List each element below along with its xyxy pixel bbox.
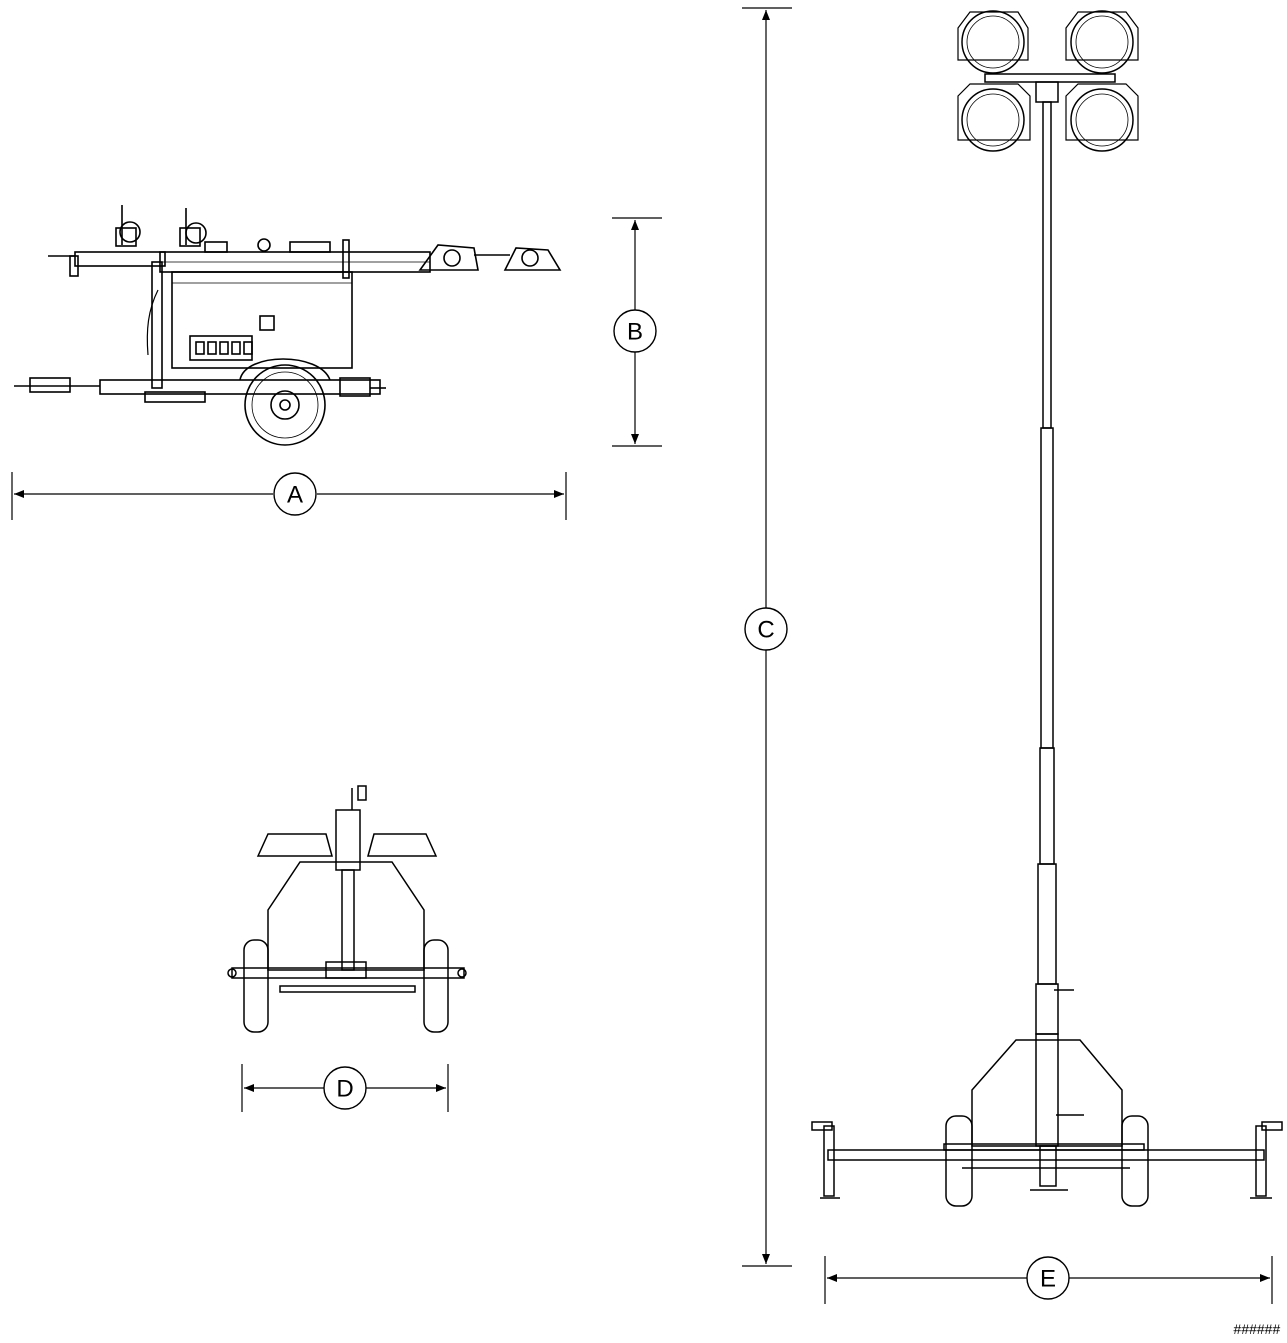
lamp-bottom-left — [957, 83, 1031, 152]
dimension-b-label: B — [627, 319, 643, 346]
tower-deployed — [811, 10, 1283, 1207]
dimension-a-bubble — [273, 472, 317, 516]
dimension-e-label: E — [1040, 1266, 1056, 1293]
side-view-trailer — [14, 205, 562, 446]
dimension-c: C — [742, 7, 792, 1267]
rear-view-trailer — [227, 785, 467, 1033]
dimension-d-bubble — [323, 1066, 367, 1110]
lamp-top-left — [957, 10, 1029, 74]
dimension-a-label: A — [287, 482, 303, 509]
dimension-d: D — [241, 1064, 449, 1112]
dimension-e-bubble — [1026, 1256, 1070, 1300]
lamp-top-right — [1065, 10, 1139, 74]
dimension-c-label: C — [757, 617, 774, 644]
lamp-bottom-right — [1065, 83, 1139, 152]
dimension-d-label: D — [336, 1076, 353, 1103]
reference-code: ###### — [1233, 1321, 1280, 1337]
dimension-e: E — [824, 1256, 1273, 1304]
dimension-c-bubble — [744, 607, 788, 651]
dimension-b: B — [612, 217, 662, 447]
dimension-b-bubble — [613, 309, 657, 353]
dimension-a: A — [11, 472, 567, 520]
